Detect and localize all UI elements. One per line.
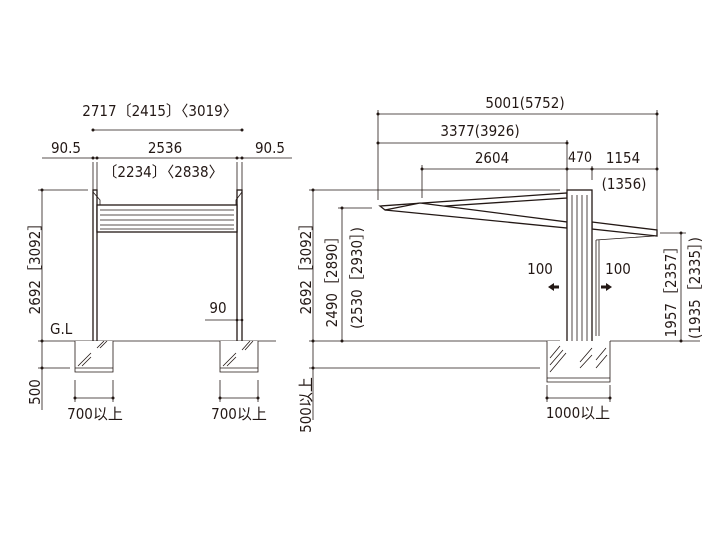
front-roof-label: 2604: [475, 149, 509, 167]
column-width-label: 470: [568, 150, 592, 166]
post-offset-left-label: 90.5: [51, 139, 81, 157]
arrow-left-icon: [548, 283, 559, 291]
side-foundation-depth-label: 500以上: [297, 377, 315, 433]
right-foundation-width-label: 700以上: [211, 405, 267, 423]
side-view: 5001(5752) 3377(3926) 2604 470 1154 (135…: [297, 94, 704, 433]
ground-level-label: G.L: [50, 320, 73, 338]
front-view: 2717〔2415〕〈3019〉 90.5 2536 90.5 〔2234〕〈2…: [26, 102, 292, 423]
side-height-label: 2692［3092］: [297, 216, 315, 315]
rear-depth-label: 1154: [606, 149, 640, 167]
rear-clearance-alt-label: (1935［2335］): [686, 237, 704, 339]
front-clearance-alt-label: (2530［2930］): [348, 227, 366, 329]
front-clearance-label: 2490［2890］: [323, 229, 341, 328]
front-height-label: 2692［3092］: [26, 216, 44, 315]
offset-left-label: 100: [527, 260, 553, 278]
overall-width-label: 2717〔2415〕〈3019〉: [82, 102, 238, 120]
arrow-right-icon: [601, 283, 612, 291]
left-foundation: [74, 340, 114, 373]
post-size-label: 90: [209, 299, 226, 317]
rear-clearance-label: 1957［2357］: [662, 239, 680, 338]
roof-arm: [384, 202, 568, 229]
roof-beam: [96, 204, 238, 233]
offset-right-label: 100: [605, 260, 631, 278]
post-span-label: 2536: [148, 139, 182, 157]
right-foundation: [219, 340, 259, 373]
post-span-alt-label: 〔2234〕〈2838〉: [102, 163, 223, 181]
rear-depth-alt-label: (1356): [602, 175, 647, 193]
front-depth-label: 3377(3926): [440, 122, 519, 140]
post-offset-right-label: 90.5: [255, 139, 285, 157]
overall-depth-label: 5001(5752): [485, 94, 564, 112]
side-foundation: [546, 341, 611, 383]
side-foundation-width-label: 1000以上: [546, 404, 610, 422]
column: [566, 189, 593, 371]
rear-roof: [591, 221, 658, 237]
left-foundation-width-label: 700以上: [67, 405, 123, 423]
front-foundation-depth-label: 500: [26, 379, 44, 405]
